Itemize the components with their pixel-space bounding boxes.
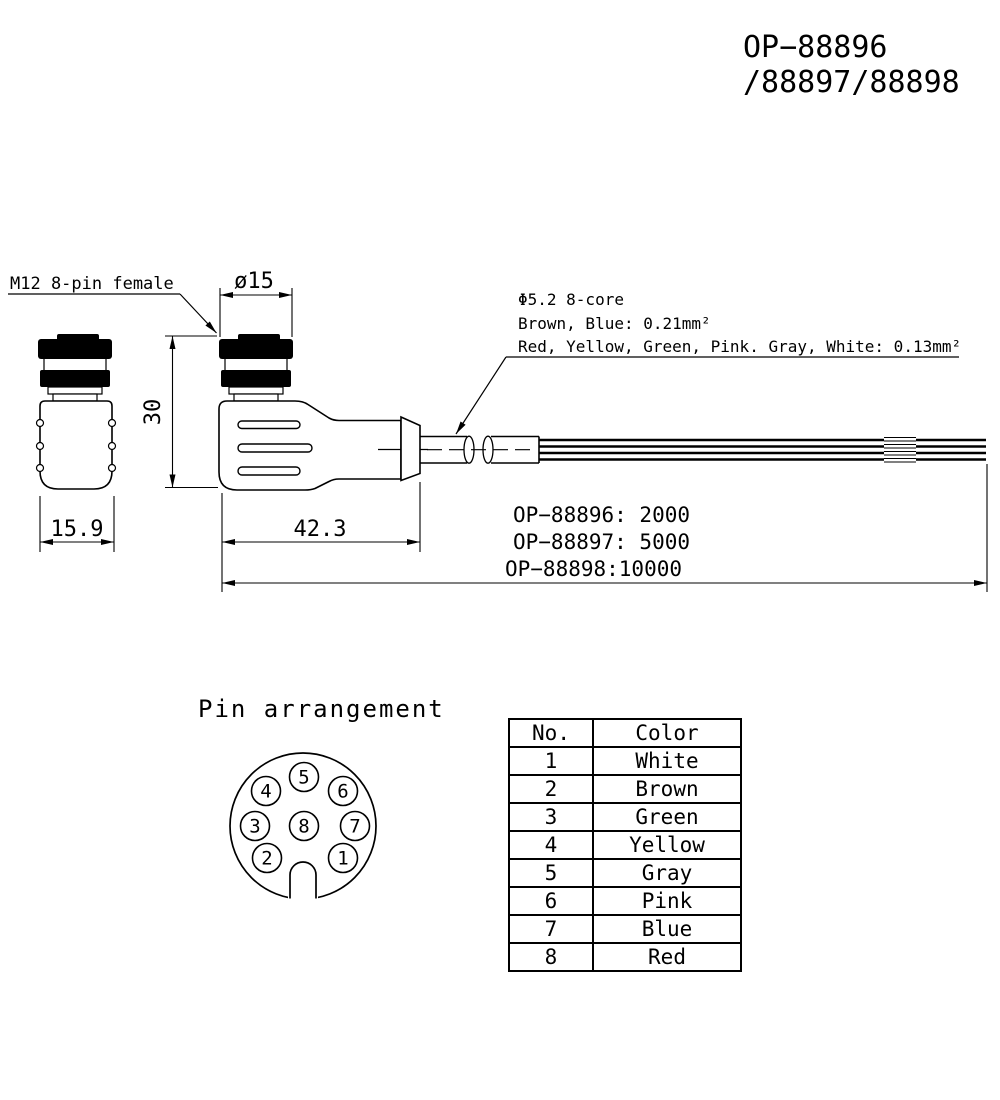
connector-label-leader: M12 8-pin female <box>8 274 217 334</box>
pin-no-cell: 2 <box>508 774 594 804</box>
connector-label: M12 8-pin female <box>10 274 174 294</box>
coupling-ring-top <box>38 339 112 359</box>
wire-color-table: No. Color 1 White 2 Brown 3 Green 4 Yell… <box>508 718 742 972</box>
cable-length-op88897: OP−88897: 5000 <box>513 530 690 554</box>
keyway-mask <box>288 859 318 902</box>
cable-length-op88896: OP−88896: 2000 <box>513 503 690 527</box>
coupling-collar <box>228 386 284 395</box>
pin-no-cell: 6 <box>508 886 594 916</box>
wire-color-cell: Brown <box>592 774 742 804</box>
wire-ends <box>916 438 986 461</box>
cable <box>420 435 986 464</box>
column-header-color: Color <box>592 718 742 748</box>
pin-6-label: 6 <box>337 781 348 803</box>
table-row: 8 Red <box>508 942 742 972</box>
wire-color-cell: Red <box>592 942 742 972</box>
coupling-neck <box>52 393 98 402</box>
table-row: 5 Gray <box>508 858 742 888</box>
wire-leads <box>539 438 884 461</box>
table-header-row: No. Color <box>508 718 742 748</box>
table-row: 4 Yellow <box>508 830 742 860</box>
wire-color-cell: Gray <box>592 858 742 888</box>
pin-5-label: 5 <box>298 767 309 789</box>
coupling-ring-top <box>219 339 293 359</box>
dim-text-body-length: 42.3 <box>294 517 347 542</box>
table-row: 2 Brown <box>508 774 742 804</box>
table-row: 6 Pink <box>508 886 742 916</box>
wire-color-cell: White <box>592 746 742 776</box>
dim-coupling-diameter: ø15 <box>219 269 293 337</box>
pin-4-label: 4 <box>260 781 271 803</box>
pin-arrangement-title: Pin arrangement <box>198 695 445 723</box>
pin-1-label: 1 <box>337 848 348 870</box>
table-row: 1 White <box>508 746 742 776</box>
wire-color-cell: Yellow <box>592 830 742 860</box>
pin-no-cell: 7 <box>508 914 594 944</box>
pin-numbers: 1 2 3 4 5 6 7 8 <box>249 767 360 870</box>
dim-connector-height: 30 <box>141 335 218 489</box>
cable-spec-line1: Φ5.2 8-core <box>518 290 624 309</box>
body-side-bumps <box>35 418 117 473</box>
pin-no-cell: 8 <box>508 942 594 972</box>
dim-body-length: 42.3 <box>221 482 421 592</box>
cable-length-op88898: OP−88898:10000 <box>505 557 682 581</box>
pin-7-label: 7 <box>349 816 360 838</box>
keyway-notch <box>289 861 317 899</box>
dim-connector-width: 15.9 <box>39 496 115 552</box>
wire-color-cell: Blue <box>592 914 742 944</box>
cable-spec-leader: Φ5.2 8-core Brown, Blue: 0.21mm² Red, Ye… <box>455 290 961 435</box>
coupling-collar <box>47 386 103 395</box>
doc-title-line1: OP−88896 <box>743 30 888 65</box>
pin-8-label: 8 <box>298 816 309 838</box>
pin-2-label: 2 <box>261 848 272 870</box>
cable-spec-line3: Red, Yellow, Green, Pink. Gray, White: 0… <box>518 337 961 356</box>
connector-body <box>39 400 113 490</box>
coupling-neck <box>233 393 279 402</box>
cable-spec-line2: Brown, Blue: 0.21mm² <box>518 314 711 333</box>
dim-text-width: 15.9 <box>51 517 104 542</box>
coupling-ring-bottom <box>40 370 110 387</box>
strain-relief-cone <box>400 415 421 482</box>
pin-no-cell: 5 <box>508 858 594 888</box>
pin-3-label: 3 <box>249 816 260 838</box>
pin-no-cell: 3 <box>508 802 594 832</box>
connector-angle-view <box>218 334 428 491</box>
dim-text-diameter: ø15 <box>234 269 274 294</box>
wire-binding <box>884 436 916 463</box>
wire-color-cell: Green <box>592 802 742 832</box>
pin-arrangement: Pin arrangement 1 2 3 4 5 6 7 8 <box>198 695 445 902</box>
pin-no-cell: 4 <box>508 830 594 860</box>
table-row: 3 Green <box>508 802 742 832</box>
coupling-ring-bottom <box>221 370 291 387</box>
dim-text-height: 30 <box>141 399 166 426</box>
doc-title-line2: /88897/88898 <box>743 65 960 100</box>
connector-side-view <box>35 334 117 490</box>
pin-no-cell: 1 <box>508 746 594 776</box>
table-row: 7 Blue <box>508 914 742 944</box>
column-header-no: No. <box>508 718 594 748</box>
wire-color-cell: Pink <box>592 886 742 916</box>
pin-circles <box>239 761 371 874</box>
dim-overall-length: OP−88896: 2000 OP−88897: 5000 OP−88898:1… <box>222 464 988 592</box>
grip-slots <box>237 420 313 476</box>
